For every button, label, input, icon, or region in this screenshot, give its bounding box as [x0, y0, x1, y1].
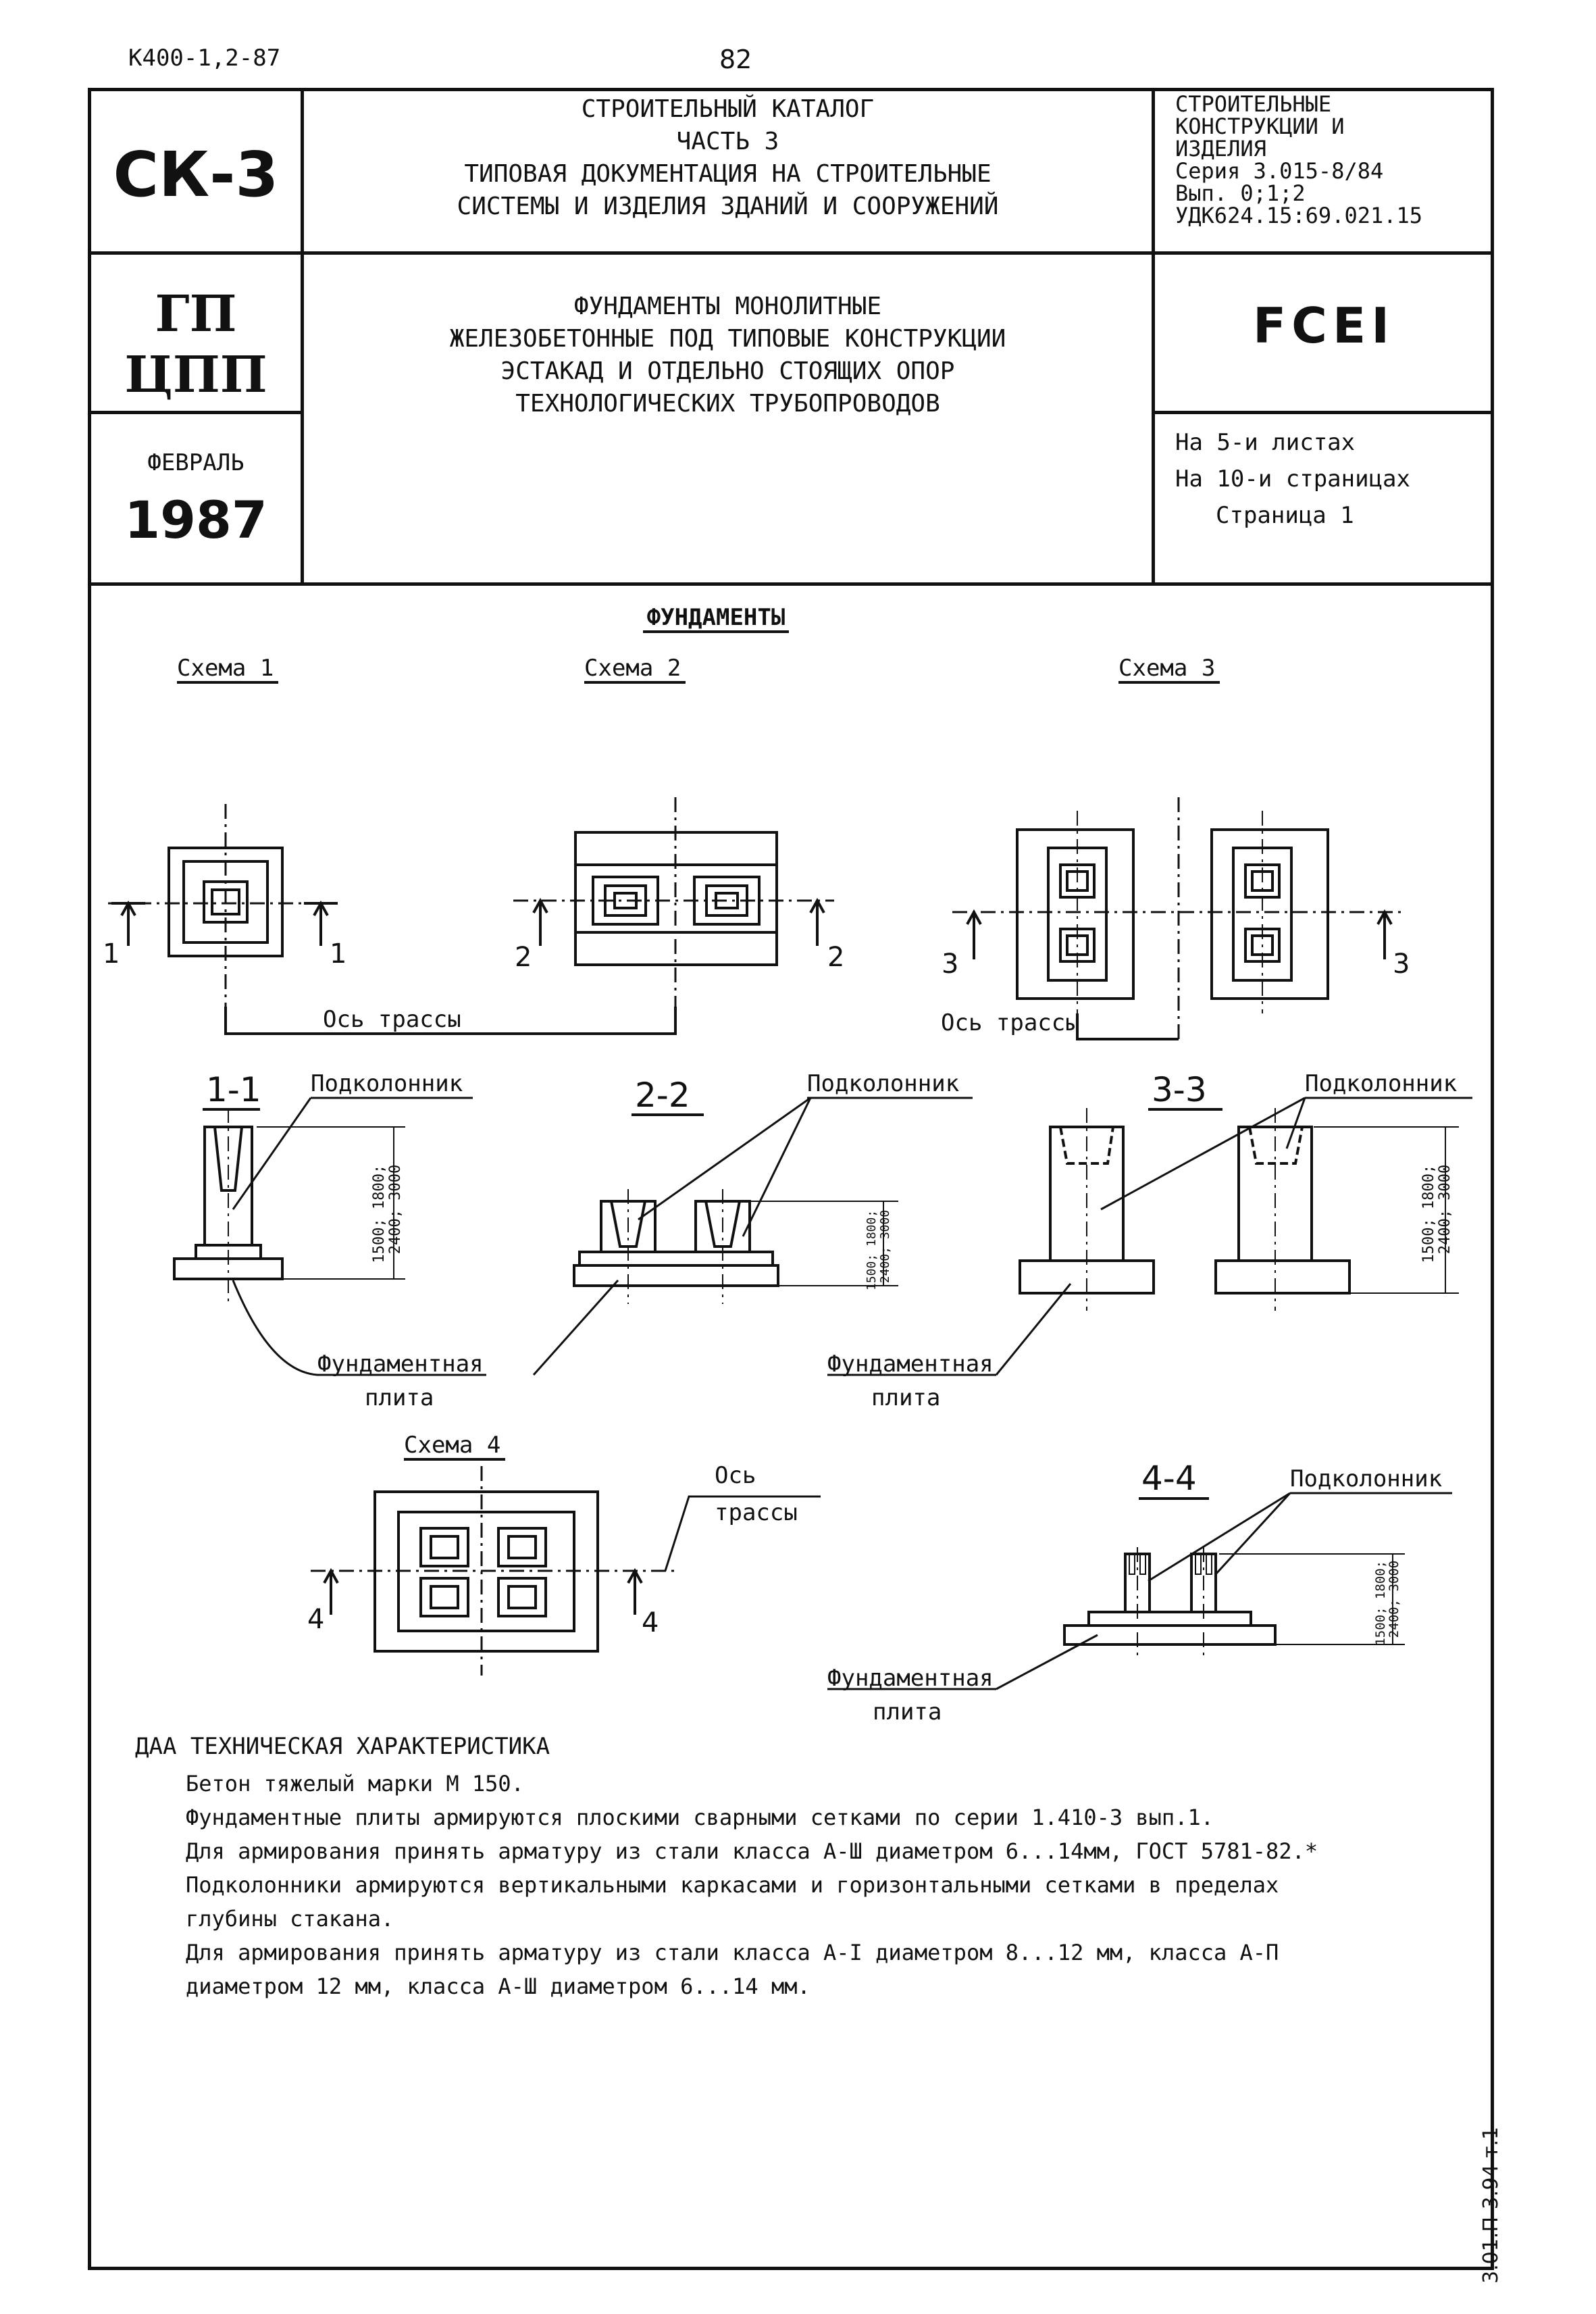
sheets-info: На 5-и листах На 10-и страницах Страница… — [1175, 424, 1410, 534]
margin-code: 3.01.П-3.94 т.1 — [1479, 2126, 1503, 2284]
scheme2-plan — [513, 797, 834, 1034]
section-1-drawing — [173, 1108, 405, 1304]
plate-label-1-line1: Фундаментная — [317, 1351, 484, 1378]
plate-label-2-line2: плита — [871, 1384, 940, 1411]
spec-line: диаметром 12 мм, класса А-Ш диаметром 6.… — [186, 1973, 810, 1999]
spec-line: глубины стакана. — [186, 1906, 394, 1932]
dimension-1: 1500; 1800; 2400; 3000 — [371, 1156, 404, 1263]
plate-label-2-line1: Фундаментная — [827, 1351, 994, 1378]
page-frame — [88, 88, 1494, 2270]
route-axis-label-4-line1: Ось — [715, 1462, 756, 1489]
podkolonnik-label-1: Подколонник — [311, 1070, 463, 1097]
route-axis-bracket-3 — [1076, 1013, 1179, 1040]
series-info-line: КОНСТРУКЦИИ И — [1175, 114, 1345, 139]
product-title: ФУНДАМЕНТЫ МОНОЛИТНЫЕ ЖЕЛЕЗОБЕТОННЫЕ ПОД… — [304, 291, 1152, 420]
cut-label-2-left: 2 — [515, 942, 532, 973]
section-2-drawing — [573, 1189, 898, 1304]
catalog-title-line: СТРОИТЕЛЬНЫЙ КАТАЛОГ — [581, 95, 875, 123]
route-axis-label: Ось трассы — [323, 1006, 461, 1033]
dimension-3: 1500; 1800; 2400; 3000 — [1420, 1156, 1453, 1263]
product-title-line: ФУНДАМЕНТЫ МОНОЛИТНЫЕ — [573, 293, 882, 320]
product-title-line: ТЕХНОЛОГИЧЕСКИХ ТРУБОПРОВОДОВ — [515, 390, 940, 418]
podkolonnik-label-3: Подколонник — [1305, 1070, 1457, 1097]
spec-line: Подколонники армируются вертикальными ка… — [186, 1872, 1279, 1898]
route-axis-label-4-line2: трассы — [715, 1499, 798, 1526]
catalog-title-line: СИСТЕМЫ И ИЗДЕЛИЯ ЗДАНИЙ И СООРУЖЕНИЙ — [457, 193, 999, 220]
spec-line: Для армирования принять арматуру из стал… — [186, 1940, 1279, 1965]
section-3-drawing — [1019, 1108, 1459, 1311]
series-info-line: УДК624.15:69.021.15 — [1175, 203, 1423, 228]
section-3-label: 3-3 — [1152, 1070, 1207, 1109]
scheme3-plan — [952, 797, 1405, 1040]
podkolonnik-label-4: Подколонник — [1290, 1465, 1442, 1492]
plate-label-4-line1: Фундаментная — [827, 1665, 994, 1692]
cut-label-4-right: 4 — [642, 1607, 659, 1638]
product-title-line: ЭСТАКАД И ОТДЕЛЬНО СТОЯЩИХ ОПОР — [500, 357, 955, 385]
sheets-info-line: Страница 1 — [1216, 502, 1354, 529]
org-date-divider — [88, 411, 303, 414]
plate-label-4-line2: плита — [873, 1699, 942, 1726]
section-title: ФУНДАМЕНТЫ — [647, 604, 786, 631]
series-info: СТРОИТЕЛЬНЫЕ КОНСТРУКЦИИ И ИЗДЕЛИЯ Серия… — [1175, 93, 1422, 227]
header-bottom-divider — [88, 582, 1494, 586]
cut-label-1-right: 1 — [330, 938, 346, 970]
sheets-info-line: На 5-и листах — [1175, 429, 1356, 456]
series-info-line: СТРОИТЕЛЬНЫЕ — [1175, 91, 1332, 117]
cut-label-3-left: 3 — [942, 949, 958, 980]
scheme3-title: Схема 3 — [1118, 655, 1215, 682]
section-4-drawing — [1063, 1547, 1405, 1655]
catalog-code: СК-3 — [113, 139, 279, 211]
section-4-label: 4-4 — [1141, 1459, 1197, 1498]
document-code: К400-1,2-87 — [128, 45, 281, 72]
issue-month: ФЕВРАЛЬ — [147, 449, 244, 476]
classification-code: FCEI — [1253, 297, 1395, 354]
spec-line: Фундаментные плиты армируются плоскими с… — [186, 1805, 1214, 1830]
cut-label-4-left: 4 — [307, 1604, 324, 1635]
scheme1-plan — [108, 804, 338, 1034]
cut-label-3-right: 3 — [1393, 949, 1410, 980]
organization-line: ГП — [155, 285, 237, 343]
header-divider-right — [1152, 88, 1155, 584]
series-info-line: ИЗДЕЛИЯ — [1175, 136, 1266, 161]
section-1-label: 1-1 — [206, 1070, 261, 1109]
issue-year: 1987 — [124, 490, 267, 550]
scheme4-title: Схема 4 — [404, 1432, 500, 1459]
spec-line: Для армирования принять арматуру из стал… — [186, 1838, 1318, 1864]
route-axis-label-3: Ось трассы — [941, 1009, 1079, 1036]
organization: ГП ЦПП — [91, 284, 301, 405]
series-info-line: Вып. 0;1;2 — [1175, 180, 1306, 206]
catalog-title: СТРОИТЕЛЬНЫЙ КАТАЛОГ ЧАСТЬ 3 ТИПОВАЯ ДОК… — [304, 93, 1152, 223]
scheme4-plan — [311, 1466, 821, 1676]
plate-label-1-line2: плита — [365, 1384, 434, 1411]
series-info-line: Серия 3.015-8/84 — [1175, 158, 1384, 184]
code-sheets-divider — [1152, 411, 1494, 414]
podkolonnik-label-2: Подколонник — [807, 1070, 959, 1097]
scheme1-title: Схема 1 — [177, 655, 274, 682]
header-divider-left — [301, 88, 304, 584]
specs-list: Бетон тяжелый марки М 150. Фундаментные … — [186, 1767, 1318, 2003]
cut-label-2-right: 2 — [827, 942, 844, 973]
dimension-4: 1500; 1800; 2400; 3000 — [1373, 1553, 1401, 1645]
route-axis-bracket — [224, 1007, 677, 1035]
page-number: 82 — [719, 45, 752, 74]
sheets-info-line: На 10-и страницах — [1175, 466, 1410, 493]
catalog-title-line: ЧАСТЬ 3 — [676, 128, 779, 155]
organization-line: ЦПП — [124, 346, 267, 404]
spec-line: Бетон тяжелый марки М 150. — [186, 1771, 524, 1796]
header-row-divider — [88, 251, 1494, 255]
cut-label-1-left: 1 — [103, 938, 120, 970]
product-title-line: ЖЕЛЕЗОБЕТОННЫЕ ПОД ТИПОВЫЕ КОНСТРУКЦИИ — [449, 325, 1006, 353]
catalog-title-line: ТИПОВАЯ ДОКУМЕНТАЦИЯ НА СТРОИТЕЛЬНЫЕ — [464, 160, 992, 188]
dimension-2: 1500; 1800; 2400; 3000 — [865, 1203, 892, 1290]
specs-heading: ДАА ТЕХНИЧЕСКАЯ ХАРАКТЕРИСТИКА — [135, 1733, 550, 1760]
scheme2-title: Схема 2 — [584, 655, 681, 682]
section-2-label: 2-2 — [635, 1076, 690, 1115]
